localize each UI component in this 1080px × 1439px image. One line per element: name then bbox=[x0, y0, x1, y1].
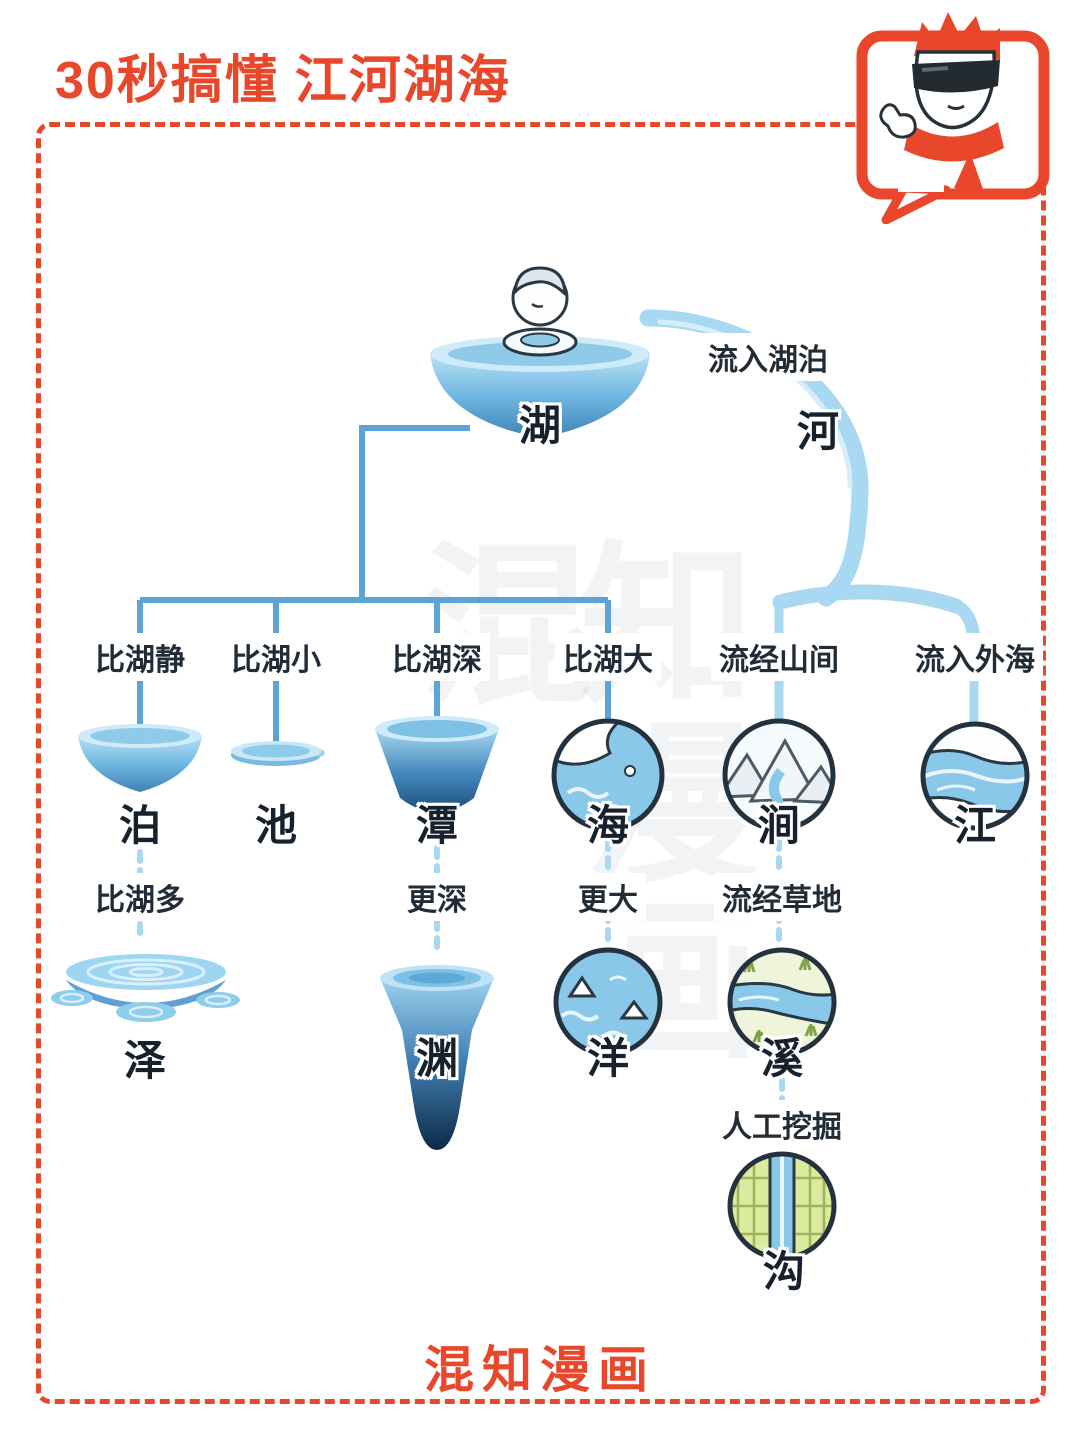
term-label-chi: 池 bbox=[254, 802, 298, 849]
condition-label: 更深 bbox=[399, 873, 475, 921]
mascot-hair bbox=[914, 12, 1000, 60]
condition-label: 流经山间 bbox=[711, 633, 847, 681]
condition-label: 人工挖掘 bbox=[714, 1100, 850, 1148]
term-label-xi: 溪 bbox=[760, 1035, 804, 1082]
condition-label: 流入外海 bbox=[907, 633, 1043, 681]
term-label-ze: 泽 bbox=[123, 1037, 167, 1084]
condition-label: 流经草地 bbox=[714, 873, 850, 921]
term-label-yuan: 渊 bbox=[415, 1035, 459, 1082]
sea-coast-icon bbox=[551, 718, 665, 832]
term-label-jian: 涧 bbox=[757, 802, 801, 849]
mascot-glasses bbox=[912, 60, 1000, 93]
mascot-hand bbox=[879, 103, 917, 139]
page-title: 30秒搞懂江河湖海 bbox=[55, 38, 511, 113]
condition-label: 比湖小 bbox=[223, 633, 329, 681]
title-prefix: 30秒搞懂 bbox=[55, 52, 279, 110]
term-label-bo: 泊 bbox=[118, 802, 162, 849]
term-label-tan: 潭 bbox=[415, 802, 459, 849]
swimmer-icon bbox=[502, 266, 578, 357]
condition-label: 更大 bbox=[570, 873, 646, 921]
condition-label: 比湖深 bbox=[384, 633, 490, 681]
term-label-hai: 海 bbox=[586, 802, 630, 849]
title-main: 江河湖海 bbox=[294, 52, 511, 110]
term-label-river: 河 bbox=[796, 408, 840, 455]
wide-river-icon bbox=[920, 721, 1030, 831]
condition-label: 比湖静 bbox=[87, 633, 193, 681]
river-note-label: 流入湖泊 bbox=[700, 333, 836, 381]
deep-cup-icon bbox=[375, 716, 499, 812]
footer-logo: 混知漫画 bbox=[424, 1342, 656, 1398]
small-bowl-icon bbox=[78, 724, 202, 792]
condition-label: 比湖大 bbox=[555, 633, 661, 681]
condition-label: 比湖多 bbox=[87, 873, 193, 921]
shallow-dish-icon bbox=[231, 741, 325, 766]
term-label-yang: 洋 bbox=[586, 1035, 630, 1082]
term-label-lake: 湖 bbox=[518, 402, 562, 449]
dashed-border-frame bbox=[36, 122, 1046, 1404]
ocean-icon bbox=[553, 947, 663, 1057]
mountain-stream-icon bbox=[722, 718, 836, 832]
mascot-scarf bbox=[904, 122, 1004, 162]
mascot-icon bbox=[856, 12, 1050, 224]
term-label-gou: 沟 bbox=[762, 1248, 806, 1295]
marsh-puddles-icon bbox=[51, 954, 240, 1022]
term-label-jiang: 江 bbox=[953, 802, 997, 849]
grass-creek-icon bbox=[727, 947, 837, 1057]
lake-bowl-swimmer-icon bbox=[430, 266, 650, 438]
ditch-channel-icon bbox=[727, 1151, 837, 1261]
abyss-funnel-icon bbox=[380, 965, 494, 1150]
